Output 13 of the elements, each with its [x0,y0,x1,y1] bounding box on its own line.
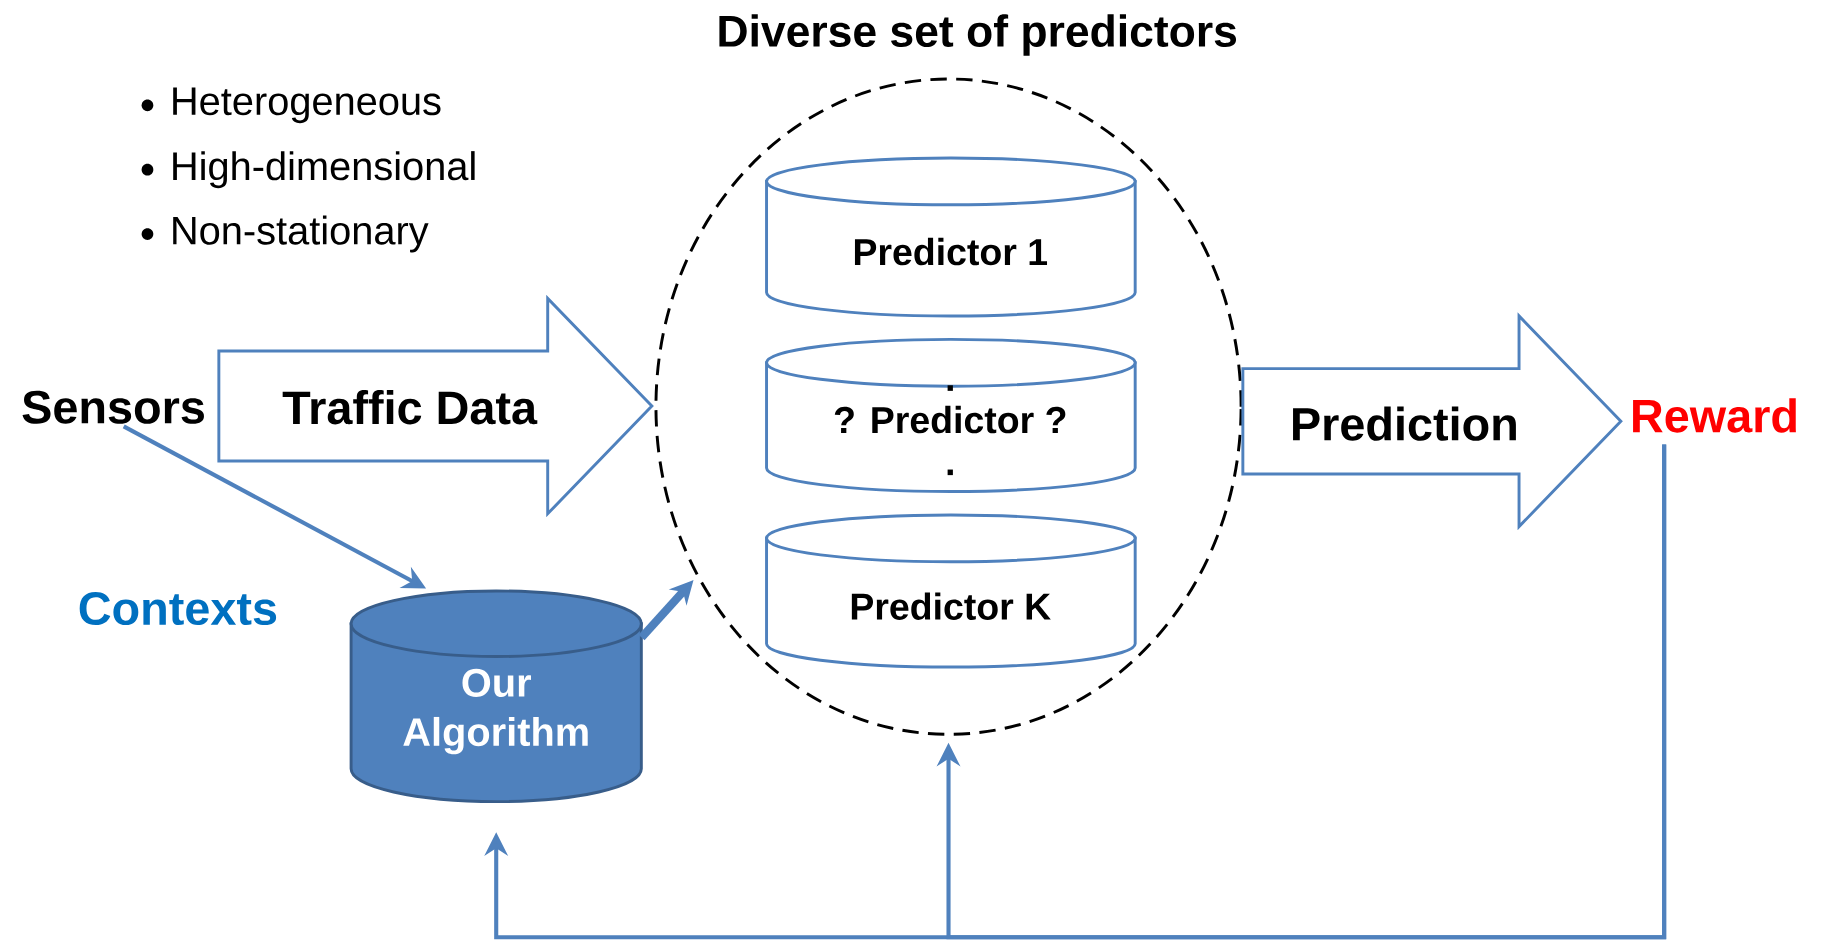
bullet-item: Heterogeneous [141,87,441,124]
arrow [936,444,1667,940]
cylinder: Predictor 1 [765,156,1137,318]
bullet-item: Non-stationary [141,215,429,253]
algorithm-cylinder: Our Algorithm [349,589,643,804]
node-label: Reward [1633,398,1796,433]
edge-label: Contexts [79,592,277,626]
cylinder: Predictor K [765,513,1137,669]
bullet-item: High-dimensional [141,151,475,189]
dashed-ellipse [654,77,1243,736]
heading: Diverse set of predictors [719,14,1237,57]
node-label: Sensors [22,390,204,424]
cylinder: . ? Predictor ? . [765,338,1137,494]
